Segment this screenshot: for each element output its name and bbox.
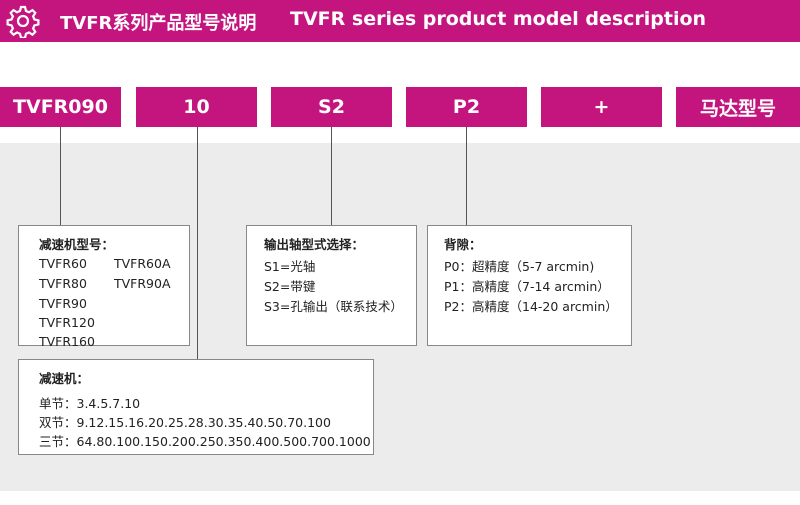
- shaft-type-box: 输出轴型式选择： S1=光轴 S2=带键 S3=孔输出（联系技术）: [246, 225, 417, 346]
- code-segment-plus: +: [541, 87, 662, 127]
- backlash-item: P2：高精度（14-20 arcmin）: [444, 299, 618, 314]
- backlash-item: P1：高精度（7-14 arcmin）: [444, 279, 610, 294]
- ratio-item: 三节：64.80.100.150.200.250.350.400.500.700…: [39, 434, 371, 449]
- code-segment-shaft: S2: [271, 87, 392, 127]
- reducer-model-title: 减速机型号：: [39, 237, 115, 252]
- code-segment-motor: 马达型号: [676, 87, 800, 127]
- shaft-type-item: S1=光轴: [264, 259, 316, 274]
- code-segment-model: TVFR090: [0, 87, 121, 127]
- backlash-box: 背隙： P0：超精度（5-7 arcmin) P1：高精度（7-14 arcmi…: [427, 225, 632, 346]
- reducer-model-item: TVFR120: [39, 315, 95, 330]
- reducer-model-item: TVFR90: [39, 296, 87, 311]
- ratio-box: 减速机： 单节：3.4.5.7.10 双节：9.12.15.16.20.25.2…: [18, 359, 374, 455]
- title-chinese: TVFR系列产品型号说明: [60, 13, 257, 34]
- connector-model: [60, 127, 61, 225]
- ratio-item: 双节：9.12.15.16.20.25.28.30.35.40.50.70.10…: [39, 415, 331, 430]
- reducer-model-item: TVFR90A: [114, 276, 171, 291]
- code-segment-ratio: 10: [136, 87, 257, 127]
- gear-icon: [6, 5, 40, 38]
- reducer-model-box: 减速机型号： TVFR60 TVFR80 TVFR90 TVFR120 TVFR…: [18, 225, 190, 349]
- connector-shaft: [331, 127, 332, 225]
- backlash-title: 背隙：: [444, 237, 482, 252]
- shaft-type-item: S3=孔输出（联系技术）: [264, 299, 403, 314]
- connector-backlash: [466, 127, 467, 225]
- reducer-model-item: TVFR160: [39, 334, 95, 349]
- header-bar: TVFR系列产品型号说明 TVFR series product model d…: [0, 0, 800, 42]
- ratio-item: 单节：3.4.5.7.10: [39, 396, 141, 411]
- shaft-type-item: S2=带键: [264, 279, 316, 294]
- reducer-model-item: TVFR60A: [114, 256, 171, 271]
- ratio-title: 减速机：: [39, 371, 90, 386]
- code-segment-backlash: P2: [406, 87, 527, 127]
- reducer-model-item: TVFR80: [39, 276, 87, 291]
- reducer-model-item: TVFR60: [39, 256, 87, 271]
- shaft-type-title: 输出轴型式选择：: [264, 237, 365, 252]
- connector-ratio: [197, 127, 198, 359]
- backlash-item: P0：超精度（5-7 arcmin): [444, 259, 595, 274]
- title-english: TVFR series product model description: [290, 8, 707, 30]
